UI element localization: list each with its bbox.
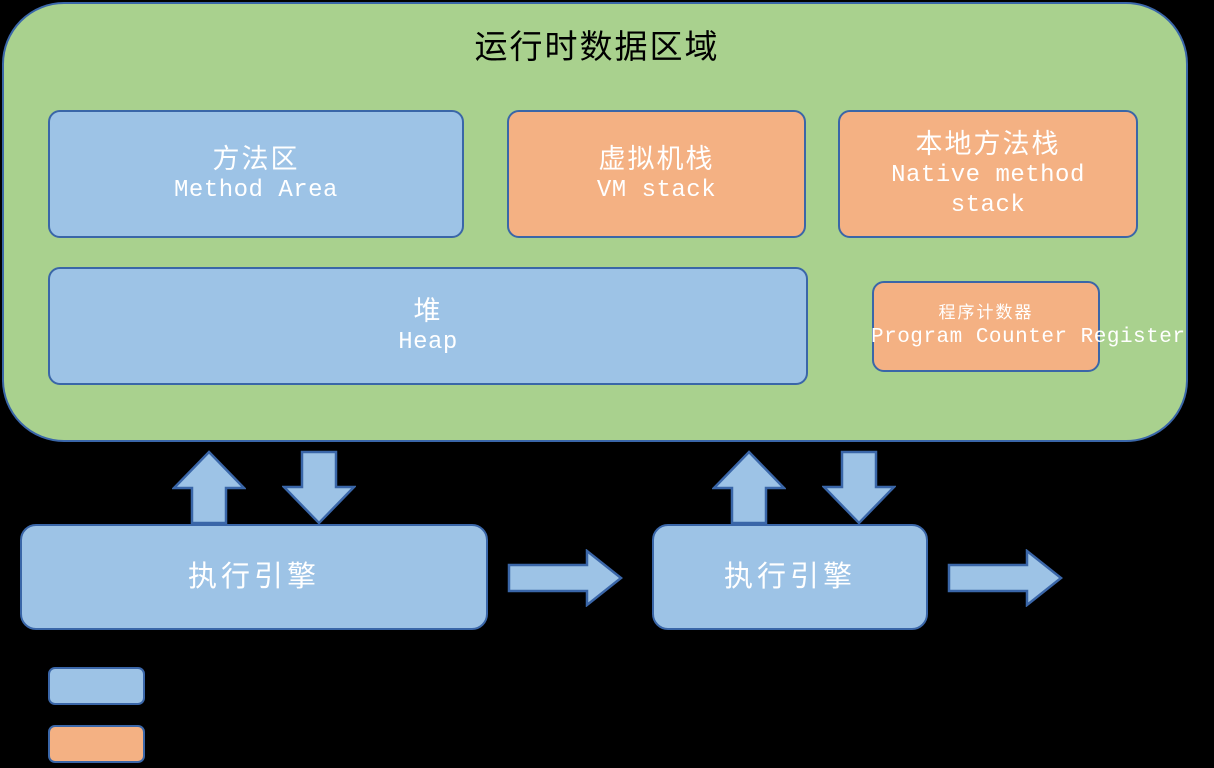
legend-swatch-orange[interactable]	[48, 725, 145, 763]
execution-engine-right[interactable]: 执行引擎	[652, 524, 928, 630]
heap-en-label: Heap	[398, 329, 458, 356]
execution-engine-left[interactable]: 执行引擎	[20, 524, 488, 630]
vm-stack-en-label: VM stack	[596, 177, 717, 204]
vm-stack-cn-label: 虚拟机栈	[598, 144, 715, 174]
arrow-down-left	[282, 450, 356, 525]
arrow-right-end	[947, 549, 1063, 607]
memory-region-method-area[interactable]: 方法区 Method Area	[48, 110, 464, 238]
arrow-up-left	[172, 450, 246, 525]
execution-engine-right-label: 执行引擎	[723, 561, 856, 593]
method-area-en-label: Method Area	[174, 177, 338, 204]
memory-region-native-method-stack[interactable]: 本地方法栈 Native method stack	[838, 110, 1138, 238]
legend-swatch-blue[interactable]	[48, 667, 145, 705]
native-method-stack-cn-label: 本地方法栈	[915, 129, 1061, 159]
memory-region-program-counter-register[interactable]: 程序计数器 Program Counter Register	[871, 281, 1186, 372]
native-method-stack-en-label: Native method stack	[891, 162, 1085, 219]
arrow-down-right	[822, 450, 896, 525]
memory-region-vm-stack[interactable]: 虚拟机栈 VM stack	[507, 110, 806, 238]
arrow-up-right	[712, 450, 786, 525]
arrow-right-middle	[507, 549, 623, 607]
runtime-data-area-title: 运行时数据区域	[474, 30, 720, 66]
execution-engine-left-label: 执行引擎	[187, 561, 320, 593]
heap-cn-label: 堆	[413, 296, 443, 326]
memory-region-heap[interactable]: 堆 Heap	[48, 267, 808, 385]
program-counter-cn-label: 程序计数器	[938, 303, 1034, 322]
method-area-cn-label: 方法区	[212, 144, 300, 174]
program-counter-en-label: Program Counter Register	[871, 326, 1186, 349]
